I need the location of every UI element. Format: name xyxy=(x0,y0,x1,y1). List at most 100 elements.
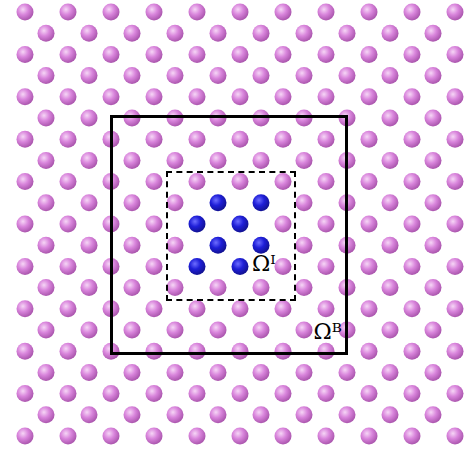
host-atom xyxy=(447,216,464,233)
host-atom xyxy=(253,25,270,42)
host-atom xyxy=(253,364,270,381)
host-atom xyxy=(146,428,163,445)
host-atom xyxy=(382,406,399,423)
host-atom xyxy=(124,322,141,339)
host-atom xyxy=(253,152,270,169)
host-atom xyxy=(275,4,292,21)
host-atom xyxy=(60,385,77,402)
host-atom xyxy=(382,67,399,84)
host-atom xyxy=(60,46,77,63)
host-atom xyxy=(146,216,163,233)
host-atom xyxy=(275,343,292,360)
host-atom xyxy=(404,216,421,233)
host-atom xyxy=(382,237,399,254)
host-atom xyxy=(81,25,98,42)
impurity-atom xyxy=(253,194,270,211)
host-atom xyxy=(60,131,77,148)
host-atom xyxy=(146,385,163,402)
host-atom xyxy=(146,46,163,63)
host-atom xyxy=(382,364,399,381)
host-atom xyxy=(425,67,442,84)
host-atom xyxy=(361,343,378,360)
host-atom xyxy=(124,364,141,381)
host-atom xyxy=(404,46,421,63)
host-atom xyxy=(189,88,206,105)
host-atom xyxy=(210,322,227,339)
host-atom xyxy=(167,110,184,127)
host-atom xyxy=(146,131,163,148)
host-atom xyxy=(339,25,356,42)
host-atom xyxy=(232,343,249,360)
host-atom xyxy=(296,322,313,339)
inner-region: Ωᴵ xyxy=(166,171,296,301)
host-atom xyxy=(17,88,34,105)
host-atom xyxy=(38,152,55,169)
host-atom xyxy=(17,46,34,63)
host-atom xyxy=(103,46,120,63)
host-atom xyxy=(253,110,270,127)
host-atom xyxy=(296,67,313,84)
host-atom xyxy=(296,25,313,42)
impurity-atom xyxy=(210,237,227,254)
host-atom xyxy=(210,152,227,169)
host-atom xyxy=(425,406,442,423)
host-atom xyxy=(232,88,249,105)
host-atom xyxy=(404,343,421,360)
host-atom xyxy=(210,25,227,42)
host-atom xyxy=(275,173,292,190)
host-atom xyxy=(167,322,184,339)
host-atom xyxy=(404,258,421,275)
host-atom xyxy=(404,173,421,190)
host-atom xyxy=(404,4,421,21)
host-atom xyxy=(189,173,206,190)
host-atom xyxy=(60,216,77,233)
host-atom xyxy=(17,173,34,190)
host-atom xyxy=(232,173,249,190)
atoms xyxy=(17,4,464,445)
host-atom xyxy=(124,67,141,84)
host-atom xyxy=(318,258,335,275)
region-label: Ωᴵ xyxy=(252,253,276,275)
host-atom xyxy=(232,4,249,21)
host-atom xyxy=(81,110,98,127)
host-atom xyxy=(382,279,399,296)
host-atom xyxy=(210,110,227,127)
host-atom xyxy=(318,4,335,21)
host-atom xyxy=(17,428,34,445)
host-atom xyxy=(17,131,34,148)
host-atom xyxy=(146,4,163,21)
host-atom xyxy=(275,385,292,402)
host-atom xyxy=(425,237,442,254)
host-atom xyxy=(425,152,442,169)
host-atom xyxy=(361,4,378,21)
host-atom xyxy=(38,194,55,211)
host-atom xyxy=(146,300,163,317)
host-atom xyxy=(447,46,464,63)
host-atom xyxy=(361,300,378,317)
host-atom xyxy=(81,406,98,423)
impurity-atom xyxy=(210,194,227,211)
host-atom xyxy=(17,216,34,233)
host-atom xyxy=(167,279,184,296)
host-atom xyxy=(103,88,120,105)
host-atom xyxy=(146,88,163,105)
host-atom xyxy=(318,88,335,105)
host-atom xyxy=(81,237,98,254)
host-atom xyxy=(17,300,34,317)
host-atom xyxy=(425,364,442,381)
host-atom xyxy=(232,385,249,402)
impurity-atom xyxy=(189,216,206,233)
host-atom xyxy=(425,25,442,42)
host-atom xyxy=(81,279,98,296)
host-atom xyxy=(447,300,464,317)
host-atom xyxy=(124,406,141,423)
host-atom xyxy=(361,385,378,402)
host-atom xyxy=(146,258,163,275)
host-atom xyxy=(425,322,442,339)
host-atom xyxy=(447,173,464,190)
host-atom xyxy=(210,406,227,423)
host-atom xyxy=(253,67,270,84)
host-atom xyxy=(361,88,378,105)
host-atom xyxy=(318,173,335,190)
